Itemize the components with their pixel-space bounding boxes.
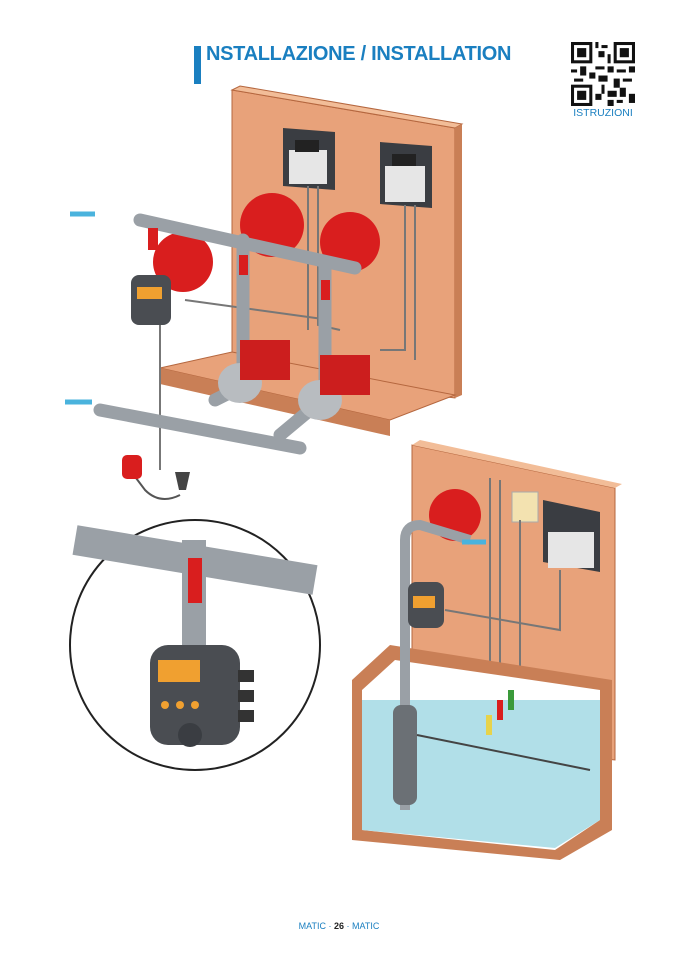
qr-label: ISTRUZIONI <box>573 107 633 119</box>
control-box-icon <box>511 491 539 523</box>
level-probes <box>486 690 514 735</box>
water-tank <box>352 645 612 860</box>
riser-pipe <box>400 519 472 810</box>
float-switch <box>122 455 190 500</box>
footer-brand-left: MATIC <box>298 921 326 931</box>
title-accent-bar <box>194 46 201 84</box>
pump-cable <box>416 734 591 771</box>
qr-code[interactable] <box>571 42 635 106</box>
footer-separator: · <box>344 921 352 931</box>
inverter-2-icon <box>380 142 432 208</box>
inverter-1-icon <box>283 128 335 190</box>
pressure-controller-top <box>131 275 171 325</box>
page-title: NSTALLAZIONE / INSTALLATION <box>206 43 512 65</box>
page-footer: MATIC · 26 · MATIC <box>0 921 678 931</box>
footer-separator: · <box>325 921 334 931</box>
pressure-controller-bottom <box>408 582 444 628</box>
submersible-pump <box>393 705 417 805</box>
inverter-3-icon <box>543 500 600 572</box>
detail-inset <box>69 519 321 771</box>
page-number: 26 <box>333 921 344 931</box>
valves <box>148 228 330 300</box>
footer-brand-right: MATIC <box>352 921 380 931</box>
cables <box>159 186 416 470</box>
pumps <box>218 340 370 420</box>
